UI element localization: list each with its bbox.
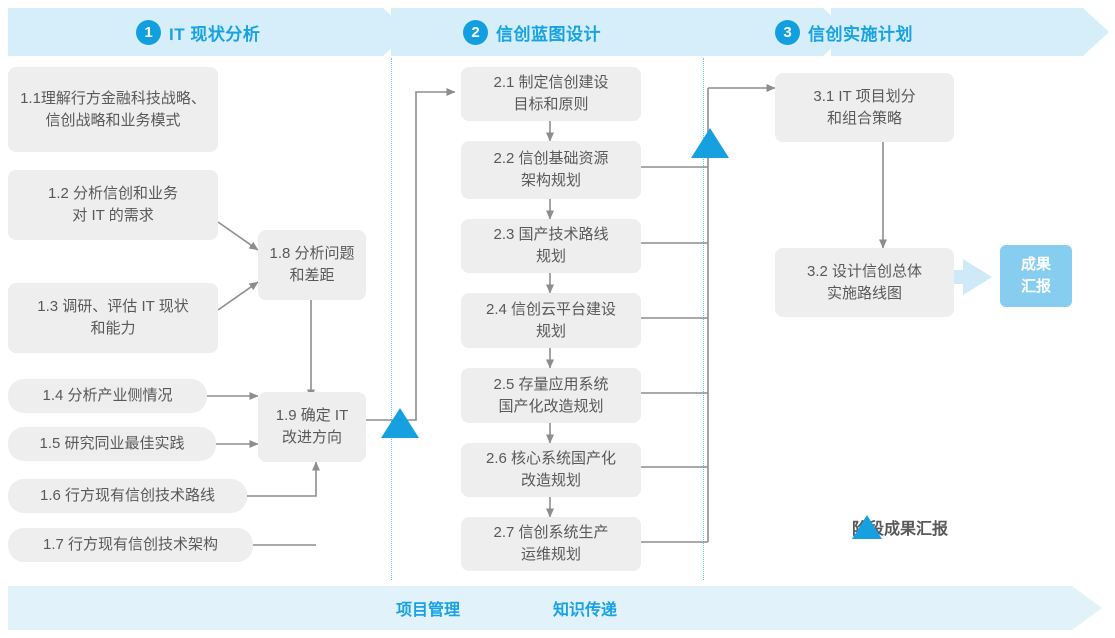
result-badge[interactable]: 成果汇报 bbox=[1000, 245, 1072, 307]
task-box-2-2[interactable]: 2.2 信创基础资源架构规划 bbox=[461, 141, 641, 199]
task-box-1-1[interactable]: 1.1理解行方金融科技战略、信创战略和业务模式 bbox=[8, 67, 218, 152]
footer-chevron bbox=[1072, 586, 1102, 630]
phase-number-badge-2: 2 bbox=[463, 19, 488, 45]
task-label: 1.4 分析产业侧情况 bbox=[42, 387, 173, 405]
task-label: 2.6 核心系统国产化改造规划 bbox=[485, 450, 617, 489]
task-label: 3.2 设计信创总体实施路线图 bbox=[806, 262, 923, 302]
task-label: 2.5 存量应用系统国产化改造规划 bbox=[493, 375, 609, 415]
task-label: 2.3 国产技术路线规划 bbox=[493, 226, 609, 265]
legend: 阶段成果汇报 bbox=[852, 515, 948, 539]
task-box-1-3[interactable]: 1.3 调研、评估 IT 现状和能力 bbox=[8, 283, 218, 353]
task-label: 1.6 行方现有信创技术路线 bbox=[39, 487, 216, 505]
task-label: 2.2 信创基础资源架构规划 bbox=[493, 150, 609, 189]
phase-header-item-2[interactable]: 2 信创蓝图设计 bbox=[463, 8, 601, 56]
task-box-3-1[interactable]: 3.1 IT 项目划分和组合策略 bbox=[775, 73, 954, 142]
task-box-1-7[interactable]: 1.7 行方现有信创技术架构 bbox=[8, 528, 253, 562]
phase-title-3: 信创实施计划 bbox=[808, 24, 913, 44]
phase-header-item-3[interactable]: 3 信创实施计划 bbox=[775, 8, 913, 56]
task-box-1-4[interactable]: 1.4 分析产业侧情况 bbox=[8, 379, 207, 413]
task-box-3-2[interactable]: 3.2 设计信创总体实施路线图 bbox=[775, 248, 954, 317]
phase-separator-2 bbox=[703, 58, 704, 580]
task-label: 1.3 调研、评估 IT 现状和能力 bbox=[37, 298, 189, 337]
phase-separator-1 bbox=[391, 58, 392, 580]
task-box-2-3[interactable]: 2.3 国产技术路线规划 bbox=[461, 219, 641, 273]
phase-band-1 bbox=[8, 8, 383, 56]
footer-item-project-management[interactable]: 项目管理 bbox=[396, 586, 460, 630]
phase-header-item-1[interactable]: 1 IT 现状分析 bbox=[136, 8, 260, 56]
task-box-2-5[interactable]: 2.5 存量应用系统国产化改造规划 bbox=[461, 368, 641, 423]
task-label: 2.7 信创系统生产运维规划 bbox=[493, 524, 609, 563]
task-label: 2.1 制定信创建设目标和原则 bbox=[493, 74, 609, 113]
task-box-1-2[interactable]: 1.2 分析信创和业务对 IT 的需求 bbox=[8, 170, 218, 240]
task-label: 1.2 分析信创和业务对 IT 的需求 bbox=[47, 185, 179, 224]
task-box-2-7[interactable]: 2.7 信创系统生产运维规划 bbox=[461, 517, 641, 571]
phase-header: 1 IT 现状分析 2 信创蓝图设计 3 信创实施计划 bbox=[8, 8, 1109, 56]
task-label: 2.4 信创云平台建设规划 bbox=[485, 300, 617, 340]
footer-item-knowledge-transfer[interactable]: 知识传递 bbox=[553, 586, 617, 630]
task-box-2-6[interactable]: 2.6 核心系统国产化改造规划 bbox=[461, 443, 641, 497]
task-box-2-1[interactable]: 2.1 制定信创建设目标和原则 bbox=[461, 67, 641, 121]
task-box-1-6[interactable]: 1.6 行方现有信创技术路线 bbox=[8, 479, 247, 513]
footer-label: 知识传递 bbox=[553, 602, 618, 619]
milestone-triangle-icon bbox=[852, 515, 882, 539]
task-label: 1.1理解行方金融科技战略、信创战略和业务模式 bbox=[20, 89, 206, 129]
phase-band-3 bbox=[831, 8, 1083, 56]
task-label: 1.5 研究同业最佳实践 bbox=[39, 435, 185, 453]
footer-label: 项目管理 bbox=[396, 602, 461, 619]
milestone-triangle-phase2 bbox=[691, 128, 729, 158]
phase-band-2 bbox=[391, 8, 823, 56]
task-box-2-4[interactable]: 2.4 信创云平台建设规划 bbox=[461, 293, 641, 348]
result-label: 成果汇报 bbox=[1020, 256, 1051, 295]
task-label: 1.7 行方现有信创技术架构 bbox=[42, 536, 219, 554]
task-box-1-5[interactable]: 1.5 研究同业最佳实践 bbox=[8, 427, 216, 461]
task-box-1-8[interactable]: 1.8 分析问题和差距 bbox=[258, 230, 366, 300]
phase-number-badge-3: 3 bbox=[775, 19, 800, 45]
phase-chevron-3 bbox=[1083, 8, 1109, 56]
phase-title-2: 信创蓝图设计 bbox=[496, 24, 601, 44]
milestone-triangle-phase1 bbox=[381, 408, 419, 438]
task-label: 3.1 IT 项目划分和组合策略 bbox=[813, 87, 916, 127]
task-label: 1.8 分析问题和差距 bbox=[269, 245, 355, 284]
phase-number-badge-1: 1 bbox=[136, 19, 161, 45]
footer-band bbox=[8, 586, 1072, 630]
phase-title-1: IT 现状分析 bbox=[169, 24, 261, 44]
